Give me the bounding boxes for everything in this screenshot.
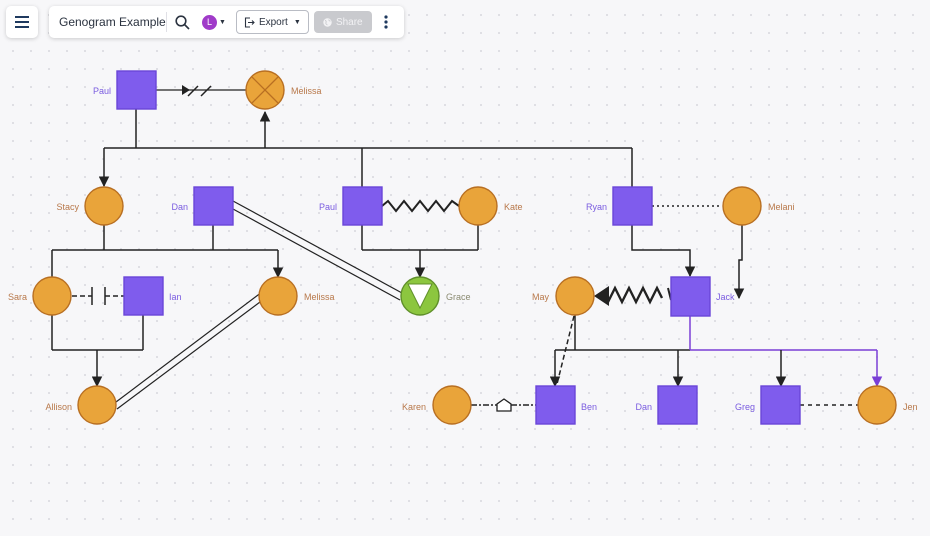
chevron-down-icon: ▼ <box>219 18 226 26</box>
label-melani: Melani <box>768 202 795 212</box>
person-grace[interactable] <box>400 276 440 316</box>
label-grace: Grace <box>446 292 471 302</box>
house-icon <box>496 398 512 412</box>
divorce-slash-2 <box>200 85 212 97</box>
label-kate: Kate <box>504 202 523 212</box>
label-sara: Sara <box>8 292 27 302</box>
chevron-down-icon: ▼ <box>293 18 301 26</box>
divorce-slash-1 <box>187 85 199 97</box>
person-jen[interactable] <box>857 385 897 425</box>
edge-allison-melissa-b <box>116 298 265 410</box>
label-stacy: Stacy <box>56 202 79 212</box>
label-greg: Greg <box>735 402 755 412</box>
export-button[interactable]: Export ▼ <box>235 10 309 34</box>
person-stacy[interactable] <box>84 186 124 226</box>
person-melissa-mid[interactable] <box>258 276 298 316</box>
label-allison: Allison <box>45 402 72 412</box>
arrowhead-paul-melissa <box>182 85 190 95</box>
label-karen: Karen <box>402 402 426 412</box>
label-dan-mid: Dan <box>171 202 188 212</box>
person-paul-top[interactable] <box>116 70 157 110</box>
edge-allison-melissa-a[interactable] <box>115 291 263 403</box>
person-jack[interactable] <box>670 276 711 317</box>
person-dan-low[interactable] <box>657 385 698 425</box>
label-ben: Ben <box>581 402 597 412</box>
label-paul-top: Paul <box>93 86 111 96</box>
more-vertical-icon <box>384 15 388 29</box>
person-karen[interactable] <box>432 385 472 425</box>
label-ian: Ian <box>169 292 182 302</box>
person-dan-mid[interactable] <box>193 186 234 226</box>
person-melani[interactable] <box>722 186 762 226</box>
edge-jack-may-abuse[interactable] <box>601 285 664 305</box>
labels: Paul Melissa Stacy Dan Paul Kate Ryan Me… <box>8 86 918 412</box>
person-kate[interactable] <box>458 186 498 226</box>
more-options-button[interactable] <box>384 15 388 29</box>
abuse-arrowhead <box>594 286 609 306</box>
edge-ryan-jack[interactable] <box>631 225 696 278</box>
globe-icon <box>323 17 332 27</box>
label-ryan: Ryan <box>586 202 607 212</box>
label-may: May <box>532 292 550 302</box>
person-ryan[interactable] <box>612 186 653 226</box>
label-melissa-top: Melissa <box>291 86 322 96</box>
person-allison[interactable] <box>77 385 117 425</box>
purple-connectors <box>689 316 883 388</box>
user-menu-button[interactable]: L ▼ <box>202 14 226 30</box>
person-ben[interactable] <box>535 385 576 425</box>
top-toolbar: Genogram Example L ▼ Export ▼ Share <box>49 6 404 38</box>
edge-dan-grace-b <box>232 208 401 301</box>
triangle-icon <box>407 283 433 310</box>
toolbar-divider <box>166 12 167 32</box>
label-paul-mid: Paul <box>319 202 337 212</box>
edge-may-ben-dashed[interactable] <box>556 315 575 385</box>
edge-dan-grace-a[interactable] <box>232 200 403 294</box>
deceased-x-icon-b <box>251 76 279 104</box>
share-label: Share <box>335 16 363 28</box>
label-melissa-mid: Melissa <box>304 292 335 302</box>
hamburger-menu-icon <box>15 16 29 28</box>
document-title[interactable]: Genogram Example <box>59 15 166 29</box>
person-paul-mid[interactable] <box>342 186 383 226</box>
edge-melani-jack[interactable] <box>733 225 745 300</box>
search-icon <box>175 14 190 30</box>
main-menu-button[interactable] <box>6 6 38 38</box>
nodes <box>32 70 897 425</box>
label-jack: Jack <box>716 292 735 302</box>
person-greg[interactable] <box>760 385 801 425</box>
export-label: Export <box>258 16 288 28</box>
share-button[interactable]: Share <box>313 11 372 33</box>
label-dan-low: Dan <box>635 402 652 412</box>
connectors <box>51 85 858 412</box>
person-may[interactable] <box>555 276 595 316</box>
person-ian[interactable] <box>123 276 164 316</box>
search-button[interactable] <box>175 14 190 30</box>
person-melissa-top[interactable] <box>245 70 285 110</box>
avatar: L <box>202 14 217 30</box>
export-icon <box>244 16 255 28</box>
edge-paul-kate-hostile[interactable] <box>381 199 460 213</box>
person-sara[interactable] <box>32 276 72 316</box>
label-jen: Jen <box>903 402 918 412</box>
